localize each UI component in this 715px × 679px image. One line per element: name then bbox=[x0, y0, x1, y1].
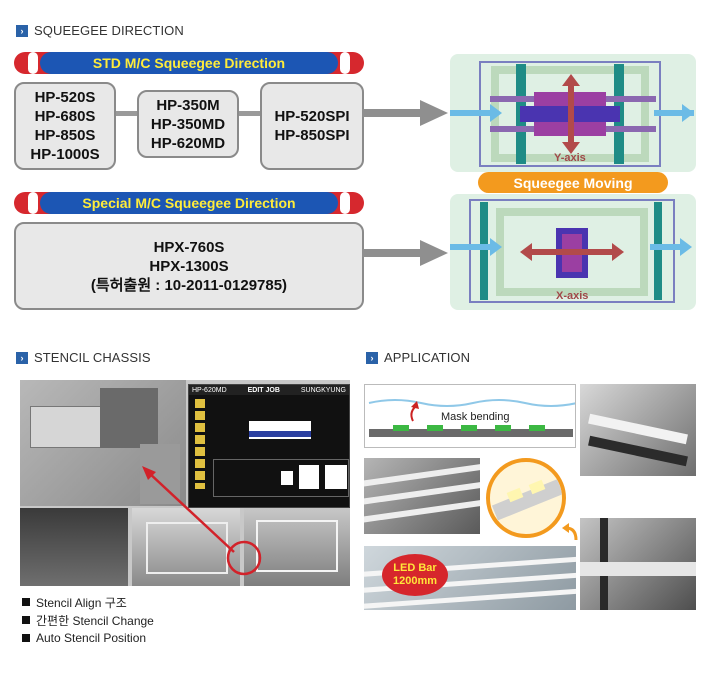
led-length: 1200mm bbox=[392, 575, 438, 587]
model-group-3: HP-520SPI HP-850SPI bbox=[260, 82, 364, 170]
screen-title: EDIT JOB bbox=[247, 386, 280, 394]
std-banner: STD M/C Squeegee Direction bbox=[14, 52, 364, 74]
mask-label: Mask bending bbox=[441, 411, 510, 423]
model-label: HP-850S bbox=[34, 127, 96, 144]
model-label: HP-620MD bbox=[150, 134, 226, 152]
list-item: 간편한 Stencil Change bbox=[22, 611, 154, 629]
special-banner-label: Special M/C Squeegee Direction bbox=[40, 192, 338, 214]
model-label: HP-350M bbox=[156, 96, 220, 114]
job-edit-screen: HP-620MD EDIT JOB SUNGKYUNG bbox=[188, 384, 350, 508]
led-label: LED Bar bbox=[393, 562, 437, 574]
led-zoom-circle bbox=[486, 458, 566, 538]
squeegee-moving-badge: Squeegee Moving bbox=[478, 172, 668, 193]
section-title: STENCIL CHASSIS bbox=[34, 350, 151, 365]
special-model-group: HPX-760S HPX-1300S (특허출원 : 10-2011-01297… bbox=[14, 222, 364, 310]
patent-label: (특허출원 : 10-2011-0129785) bbox=[90, 276, 288, 294]
curved-arrow-icon bbox=[562, 523, 578, 541]
model-label: HP-520S bbox=[34, 89, 96, 106]
chevron-right-icon: › bbox=[16, 351, 28, 364]
chevron-right-icon: › bbox=[366, 351, 378, 364]
list-item: Stencil Align 구조 bbox=[22, 593, 154, 611]
section-title: SQUEEGEE DIRECTION bbox=[34, 23, 184, 38]
model-label: HPX-1300S bbox=[149, 257, 229, 275]
model-label: HP-350MD bbox=[150, 115, 226, 133]
section-header-application: › APPLICATION bbox=[366, 350, 470, 365]
application-photo bbox=[580, 518, 696, 610]
model-label: HP-680S bbox=[34, 108, 96, 125]
model-label: HPX-760S bbox=[153, 238, 225, 256]
led-bar-photo: LED Bar 1200mm bbox=[364, 546, 576, 610]
model-group-1: HP-520S HP-680S HP-850S HP-1000S bbox=[14, 82, 116, 170]
std-banner-label: STD M/C Squeegee Direction bbox=[40, 52, 338, 74]
axis-label: X-axis bbox=[556, 290, 589, 302]
list-item: Auto Stencil Position bbox=[22, 629, 154, 647]
y-axis-diagram: Y-axis bbox=[450, 54, 696, 172]
section-header-squeegee: › SQUEEGEE DIRECTION bbox=[16, 23, 184, 38]
section-header-stencil: › STENCIL CHASSIS bbox=[16, 350, 151, 365]
stencil-machine-photo: HP-620MD EDIT JOB SUNGKYUNG bbox=[20, 380, 350, 586]
model-label: HP-850SPI bbox=[274, 127, 350, 144]
section-title: APPLICATION bbox=[384, 350, 471, 365]
arrow-right-icon bbox=[362, 100, 448, 126]
stencil-features-list: Stencil Align 구조 간편한 Stencil Change Auto… bbox=[22, 593, 154, 647]
axis-label: Y-axis bbox=[554, 152, 586, 164]
led-strip-photo bbox=[364, 458, 480, 534]
led-bar-badge: LED Bar 1200mm bbox=[382, 554, 448, 596]
model-label: HP-1000S bbox=[30, 146, 100, 163]
screen-model: HP-620MD bbox=[192, 386, 227, 394]
x-axis-diagram: X-axis bbox=[450, 194, 696, 310]
connector bbox=[239, 111, 261, 116]
mask-bending-diagram: Mask bending bbox=[364, 384, 576, 448]
model-group-2: HP-350M HP-350MD HP-620MD bbox=[137, 90, 239, 158]
model-label: HP-520SPI bbox=[274, 108, 350, 125]
application-photo bbox=[580, 384, 696, 476]
screen-brand: SUNGKYUNG bbox=[300, 386, 346, 394]
chevron-right-icon: › bbox=[16, 24, 28, 37]
special-banner: Special M/C Squeegee Direction bbox=[14, 192, 364, 214]
arrow-right-icon bbox=[362, 240, 448, 266]
connector bbox=[116, 111, 138, 116]
